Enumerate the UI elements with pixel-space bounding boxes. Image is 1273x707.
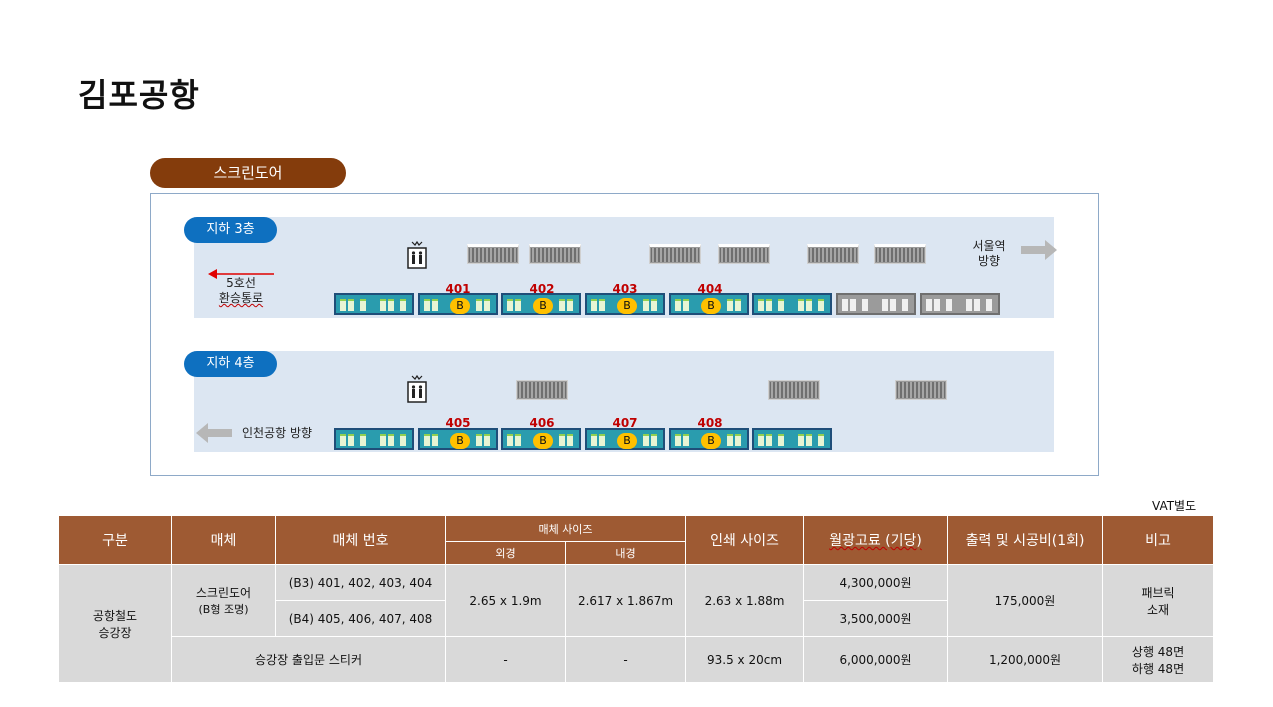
b-type-badge: B (450, 433, 470, 449)
gate (807, 244, 859, 264)
door-number: 403 (612, 282, 638, 296)
media-cell: 스크린도어 (B형 조명) (171, 564, 276, 637)
screen-door (334, 293, 414, 315)
sticker-note-cell: 상행 48면 하행 48면 (1102, 636, 1215, 683)
screen-door: B (669, 428, 749, 450)
left-direction-label: 인천공항 방향 (241, 426, 313, 440)
header-media-number: 매체 번호 (275, 515, 446, 565)
screen-door-inactive (920, 293, 1000, 315)
monthly-fee-cell: 4,300,000원 (803, 564, 949, 601)
b-type-badge: B (617, 433, 637, 449)
screen-door: B (501, 428, 581, 450)
door-number: 407 (612, 416, 638, 430)
door-number: 401 (445, 282, 471, 296)
b-type-badge: B (450, 298, 470, 314)
screen-door: B (585, 293, 665, 315)
left-direction-label: 5호선 환승통로 (218, 276, 264, 305)
header-inner: 내경 (564, 541, 687, 565)
gate (516, 380, 568, 400)
screen-door-inactive (836, 293, 916, 315)
door-number: 402 (529, 282, 555, 296)
category-cell: 공항철도 승강장 (58, 564, 172, 683)
door-number: 408 (697, 416, 723, 430)
screen-door: B (585, 428, 665, 450)
gate (874, 244, 926, 264)
section-label: 스크린도어 (150, 158, 346, 188)
right-direction-label: 서울역 방향 (972, 239, 1006, 268)
inner-size-cell: 2.617 x 1.867m (564, 564, 687, 637)
outer-size-cell: 2.65 x 1.9m (445, 564, 566, 637)
sticker-media-cell: 승강장 출입문 스티커 (171, 636, 446, 683)
pricing-table: 구분 매체 매체 번호 매체 사이즈 인쇄 사이즈 월광고료 (기당) 출력 및… (58, 515, 1215, 683)
b-type-badge: B (701, 298, 721, 314)
gate (718, 244, 770, 264)
floor-b4-label: 지하 4층 (184, 351, 277, 377)
screen-door: B (669, 293, 749, 315)
door-number: 404 (697, 282, 723, 296)
production-fee-cell: 175,000원 (947, 564, 1104, 637)
screen-door-diagram: 지하 3층 서울역 방향 5호선 환승통로 401 402 403 404 B (150, 193, 1099, 476)
sticker-inner-cell: - (564, 636, 687, 683)
header-category: 구분 (58, 515, 172, 565)
print-size-cell: 2.63 x 1.88m (685, 564, 805, 637)
b-type-badge: B (701, 433, 721, 449)
header-outer: 외경 (445, 541, 566, 565)
gate (768, 380, 820, 400)
sticker-outer-cell: - (445, 636, 566, 683)
sticker-monthly-fee-cell: 6,000,000원 (803, 636, 949, 683)
screen-door (752, 428, 832, 450)
media-number-cell: (B3) 401, 402, 403, 404 (275, 564, 446, 601)
screen-door: B (501, 293, 581, 315)
floor-b3-label: 지하 3층 (184, 217, 277, 243)
header-print-size: 인쇄 사이즈 (685, 515, 805, 565)
screen-door: B (418, 428, 498, 450)
note-cell: 패브릭 소재 (1102, 564, 1215, 637)
media-number-cell: (B4) 405, 406, 407, 408 (275, 600, 446, 637)
door-number: 406 (529, 416, 555, 430)
elevator-icon (407, 239, 427, 269)
gate (895, 380, 947, 400)
gate (529, 244, 581, 264)
sticker-production-fee-cell: 1,200,000원 (947, 636, 1104, 683)
elevator-icon (407, 373, 427, 403)
screen-door (334, 428, 414, 450)
b-type-badge: B (533, 433, 553, 449)
header-note: 비고 (1102, 515, 1215, 565)
vat-note: VAT별도 (1152, 499, 1197, 513)
screen-door (752, 293, 832, 315)
page-title: 김포공항 (78, 76, 200, 114)
header-monthly-fee: 월광고료 (기당) (803, 515, 949, 565)
monthly-fee-cell: 3,500,000원 (803, 600, 949, 637)
screen-door: B (418, 293, 498, 315)
gate (467, 244, 519, 264)
sticker-print-size-cell: 93.5 x 20cm (685, 636, 805, 683)
door-number: 405 (445, 416, 471, 430)
gate (649, 244, 701, 264)
arrow-left-icon (208, 265, 274, 284)
header-media: 매체 (171, 515, 276, 565)
arrow-left-icon (196, 423, 232, 447)
b-type-badge: B (533, 298, 553, 314)
arrow-right-icon (1021, 240, 1057, 264)
header-production-fee: 출력 및 시공비(1회) (947, 515, 1104, 565)
header-media-size: 매체 사이즈 (444, 515, 687, 542)
b-type-badge: B (617, 298, 637, 314)
